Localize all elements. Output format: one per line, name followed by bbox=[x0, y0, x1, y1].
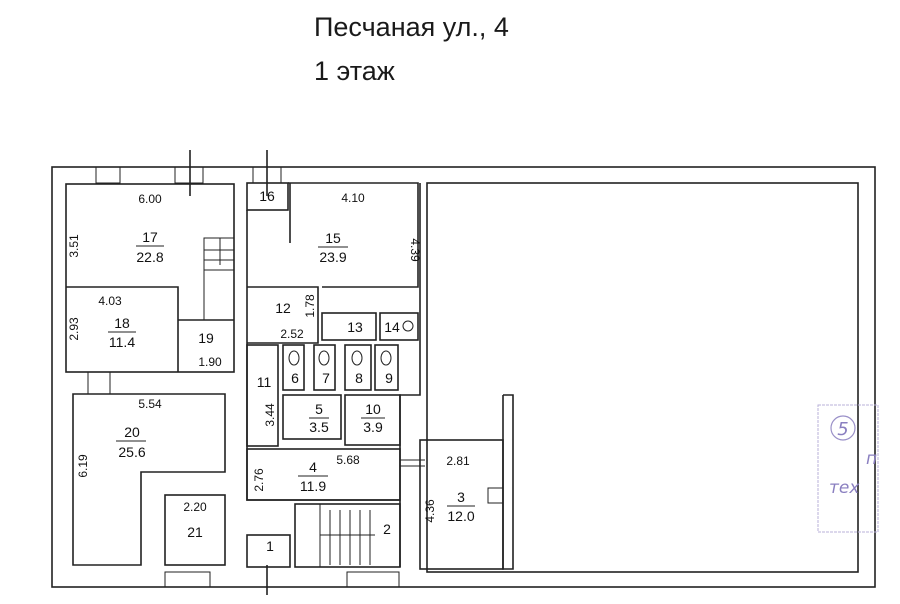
room-3-width: 2.81 bbox=[446, 454, 470, 468]
windows bbox=[87, 166, 400, 588]
room-20-area: 25.6 bbox=[118, 444, 145, 460]
room-20 bbox=[72, 393, 226, 566]
room-3-number: 3 bbox=[457, 489, 465, 505]
room-17-width: 6.00 bbox=[138, 192, 162, 206]
room-4-number: 4 bbox=[309, 459, 317, 475]
room-15-height: 4.39 bbox=[408, 238, 422, 262]
room-5 bbox=[282, 394, 342, 440]
room-20-width: 5.54 bbox=[138, 397, 162, 411]
plan-title-address: Песчаная ул., 4 bbox=[314, 12, 509, 42]
room-16-number: 16 bbox=[259, 188, 275, 204]
wc-cubicles bbox=[282, 344, 399, 391]
room-17-height: 3.51 bbox=[67, 234, 81, 258]
room-19-width: 1.90 bbox=[198, 355, 222, 369]
room-4 bbox=[246, 448, 401, 501]
room-18-number: 18 bbox=[114, 315, 130, 331]
room-14-number: 14 bbox=[384, 319, 400, 335]
room-13-number: 13 bbox=[347, 319, 363, 335]
toilet-icon bbox=[318, 350, 330, 366]
stamp-number: 5 bbox=[837, 419, 848, 440]
room-17 bbox=[65, 183, 235, 373]
room-12-height: 1.78 bbox=[303, 294, 317, 318]
room-16 bbox=[246, 182, 289, 211]
room-4-height: 2.76 bbox=[252, 468, 266, 492]
toilet-icon bbox=[288, 350, 300, 366]
room-19-number: 19 bbox=[198, 330, 214, 346]
room-4-width: 5.68 bbox=[336, 453, 360, 467]
room-3-height: 4.36 bbox=[423, 499, 437, 523]
room-3 bbox=[419, 439, 504, 570]
room-18-height: 2.93 bbox=[67, 317, 81, 341]
toilet-icon bbox=[380, 350, 392, 366]
toilet-icon bbox=[351, 350, 363, 366]
room-8-number: 8 bbox=[355, 370, 363, 386]
room-15-number: 15 bbox=[325, 230, 341, 246]
outer-wall bbox=[51, 166, 876, 588]
room-20-number: 20 bbox=[124, 424, 140, 440]
room-12-width: 2.52 bbox=[280, 327, 304, 341]
room-10-area: 3.9 bbox=[363, 419, 383, 435]
room-11-number: 11 bbox=[257, 374, 272, 390]
stamp-line2: тех bbox=[829, 478, 860, 498]
sink-icon bbox=[402, 320, 414, 332]
room-9-number: 9 bbox=[385, 370, 393, 386]
room-1-number: 1 bbox=[266, 538, 274, 554]
stair-room-2 bbox=[294, 503, 401, 568]
room-21-width: 2.20 bbox=[183, 500, 207, 514]
stamp-line1: п bbox=[866, 449, 877, 469]
room-5-area: 3.5 bbox=[309, 419, 329, 435]
room-10-number: 10 bbox=[365, 401, 381, 417]
room-4-area: 11.9 bbox=[300, 478, 326, 494]
large-hall-wall bbox=[426, 182, 859, 573]
room-2-number: 2 bbox=[383, 521, 391, 537]
stair-room-17 bbox=[203, 237, 234, 320]
room-11 bbox=[246, 344, 279, 447]
room-5-number: 5 bbox=[315, 401, 323, 417]
room-21 bbox=[164, 494, 226, 566]
room-12-number: 12 bbox=[275, 300, 291, 316]
room-12 bbox=[247, 286, 319, 344]
column-wall bbox=[502, 394, 514, 570]
room-18-width: 4.03 bbox=[98, 294, 122, 308]
room-13 bbox=[321, 312, 377, 341]
room-18 bbox=[66, 286, 179, 372]
room-17-number: 17 bbox=[142, 229, 158, 245]
room-11-height: 3.44 bbox=[263, 403, 277, 427]
plan-title-floor: 1 этаж bbox=[314, 56, 395, 86]
room-18-area: 11.4 bbox=[109, 334, 135, 350]
room-21-number: 21 bbox=[187, 524, 203, 540]
room-6-number: 6 bbox=[291, 370, 299, 386]
stamp: 5 п тех bbox=[817, 404, 879, 533]
room-3-area: 12.0 bbox=[447, 508, 474, 524]
room-15 bbox=[288, 182, 419, 288]
room-7-number: 7 bbox=[322, 370, 330, 386]
room-15-width: 4.10 bbox=[341, 191, 365, 205]
room-10 bbox=[344, 394, 401, 446]
room-15-area: 23.9 bbox=[319, 249, 346, 265]
room-17-area: 22.8 bbox=[136, 249, 163, 265]
room-14 bbox=[379, 312, 419, 341]
room-1 bbox=[246, 534, 291, 568]
room-20-height: 6.19 bbox=[76, 454, 90, 478]
